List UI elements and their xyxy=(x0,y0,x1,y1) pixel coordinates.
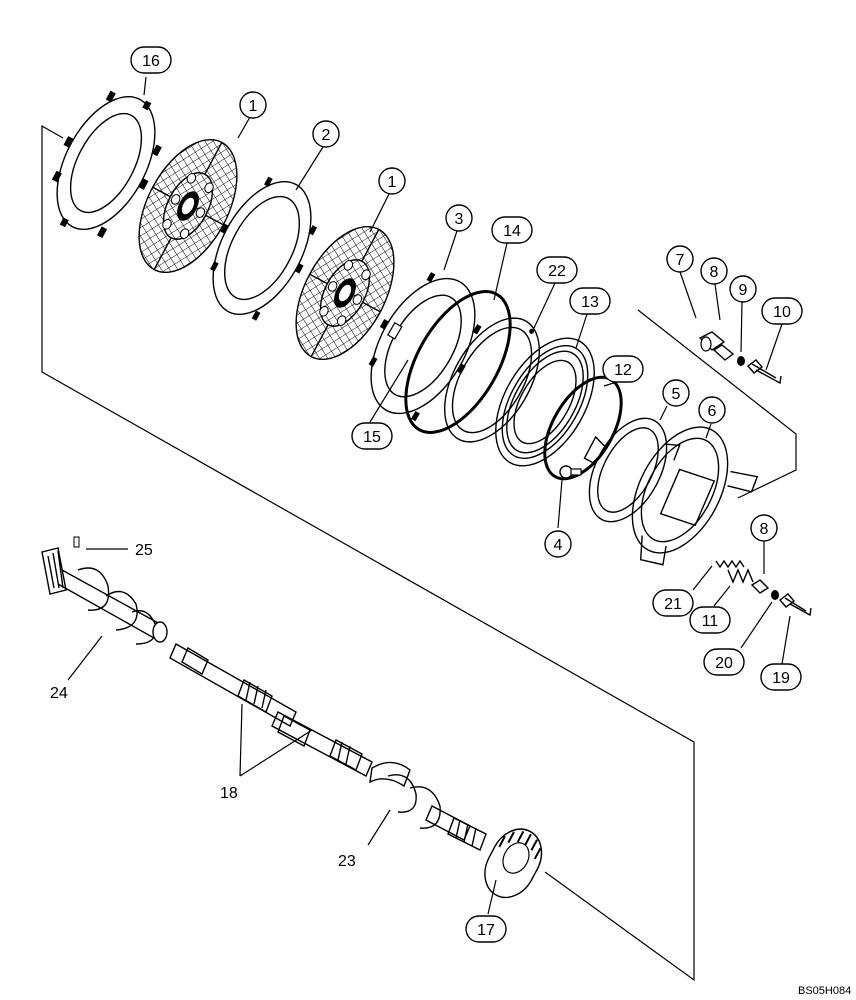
callout-18: 18 xyxy=(220,785,238,802)
svg-text:22: 22 xyxy=(548,263,566,280)
shaft-23 xyxy=(369,761,487,851)
callout-9: 9 xyxy=(729,275,757,303)
callout-23: 23 xyxy=(338,853,356,870)
o-ring-14 xyxy=(404,290,512,434)
callout-24: 24 xyxy=(50,685,68,702)
callout-16: 16 xyxy=(130,46,172,74)
svg-text:14: 14 xyxy=(503,223,521,240)
spring-11 xyxy=(727,568,754,584)
assembly-boundary xyxy=(41,124,797,982)
svg-text:3: 3 xyxy=(455,211,464,228)
svg-text:11: 11 xyxy=(702,613,719,630)
callout-5: 5 xyxy=(662,379,690,407)
svg-text:12: 12 xyxy=(614,362,632,379)
spring-21 xyxy=(715,559,745,569)
washer-20 xyxy=(771,590,779,600)
callout-4: 4 xyxy=(544,530,572,558)
callout-15: 15 xyxy=(351,422,393,450)
callout-2: 2 xyxy=(312,120,340,148)
figure-code: BS05H084 xyxy=(798,985,851,997)
svg-text:19: 19 xyxy=(772,670,790,687)
sleeve-8-upper xyxy=(712,344,735,361)
callout-12: 12 xyxy=(602,355,644,383)
svg-text:1: 1 xyxy=(388,174,397,191)
callout-22: 22 xyxy=(536,256,578,284)
svg-text:9: 9 xyxy=(739,282,748,299)
callout-20: 20 xyxy=(703,648,745,676)
bolt-10 xyxy=(746,359,782,385)
gear-17 xyxy=(484,828,543,899)
callout-21: 21 xyxy=(652,589,694,617)
callout-8-upper: 8 xyxy=(700,257,728,285)
callout-8-lower: 8 xyxy=(750,514,778,542)
callout-11: 11 xyxy=(689,606,731,634)
svg-text:16: 16 xyxy=(142,53,160,70)
plate-16 xyxy=(51,90,162,239)
callouts: 16 1 2 1 3 14 22 13 7 8 9 10 12 5 6 15 4… xyxy=(50,46,803,943)
sleeve-8-lower xyxy=(750,579,770,594)
callout-6: 6 xyxy=(698,396,726,424)
callout-1-upper: 1 xyxy=(239,91,267,119)
svg-text:15: 15 xyxy=(363,429,381,446)
callout-10: 10 xyxy=(761,297,803,325)
svg-text:8: 8 xyxy=(760,521,769,538)
ring-22 xyxy=(443,317,541,443)
svg-text:8: 8 xyxy=(710,264,719,281)
callout-14: 14 xyxy=(491,216,533,244)
separator-plate-2 xyxy=(210,176,318,321)
fitting-4 xyxy=(559,465,582,479)
callout-19: 19 xyxy=(760,663,802,691)
callout-1-lower: 1 xyxy=(378,167,406,195)
svg-text:5: 5 xyxy=(672,386,681,403)
callout-25: 25 xyxy=(135,542,153,559)
svg-text:7: 7 xyxy=(676,252,685,269)
piston-13 xyxy=(495,337,595,467)
housing-6 xyxy=(631,426,759,566)
svg-text:2: 2 xyxy=(322,127,331,144)
callout-7: 7 xyxy=(666,245,694,273)
bushing-7 xyxy=(698,331,726,352)
callout-3: 3 xyxy=(445,204,473,232)
friction-disc-1-upper xyxy=(138,139,238,273)
callout-13: 13 xyxy=(569,287,611,315)
svg-text:20: 20 xyxy=(715,655,733,672)
svg-text:10: 10 xyxy=(773,304,791,321)
svg-text:6: 6 xyxy=(708,403,717,420)
shaft-24 xyxy=(41,536,168,645)
svg-text:1: 1 xyxy=(249,98,258,115)
washer-9 xyxy=(737,356,745,366)
svg-text:13: 13 xyxy=(581,294,599,311)
leader-lines xyxy=(67,76,791,915)
callout-17: 17 xyxy=(465,915,507,943)
svg-text:21: 21 xyxy=(664,596,682,613)
svg-text:4: 4 xyxy=(554,537,563,554)
friction-disc-1-lower xyxy=(295,226,395,360)
shaft-18 xyxy=(169,643,373,777)
bolt-19 xyxy=(778,593,812,617)
svg-text:17: 17 xyxy=(477,922,495,939)
